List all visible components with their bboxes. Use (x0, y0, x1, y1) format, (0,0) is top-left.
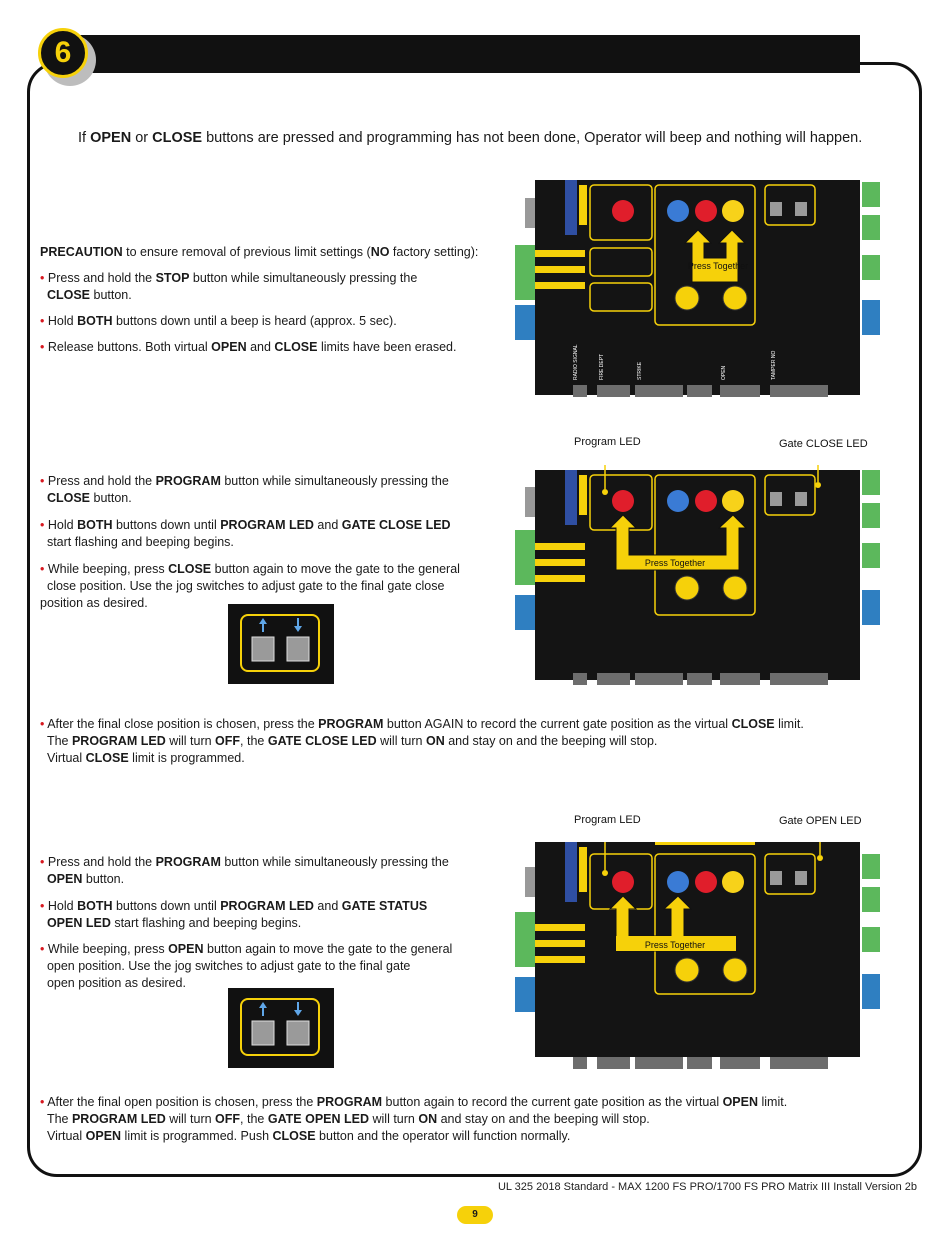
arrow-down-icon (294, 1002, 302, 1016)
gate-open-led-icon (817, 855, 823, 861)
precaution-text: PRECAUTION to ensure removal of previous… (40, 245, 479, 259)
open-button-icon (667, 200, 689, 222)
close-button-icon (722, 490, 744, 512)
press-together-label: Press Together (688, 261, 748, 271)
open-button-icon (667, 871, 689, 893)
section1-bullet-3: • Release buttons. Both virtual OPEN and… (40, 340, 457, 354)
section3-bullet-1: • Press and hold the PROGRAM button whil… (40, 855, 449, 886)
page-number: 9 (457, 1206, 493, 1224)
section3-bullet-2: • Hold BOTH buttons down until PROGRAM L… (40, 899, 428, 930)
press-together-arrows (683, 229, 747, 283)
arrow-up-icon (259, 618, 267, 632)
step-number: 6 (38, 28, 88, 78)
step-header-bar (62, 35, 860, 73)
stop-button-icon (695, 871, 717, 893)
jog-left-switch (251, 1020, 275, 1046)
arrow-down-icon (294, 618, 302, 632)
section1-bullet-1: • Press and hold the STOP button while s… (40, 271, 418, 302)
program-led-icon (602, 870, 608, 876)
gate-close-led-label: Gate CLOSE LED (779, 438, 868, 450)
press-together-label: Press Together (645, 558, 705, 568)
arrow-up-icon (259, 1002, 267, 1016)
dial-left-icon (674, 285, 700, 311)
svg-text:STRIKE: STRIKE (637, 361, 643, 380)
section2-bullet-2: • Hold BOTH buttons down until PROGRAM L… (40, 518, 451, 549)
jog-right-switch (286, 1020, 310, 1046)
stop-button-icon (612, 200, 634, 222)
program-led-label-2: Program LED (574, 814, 641, 826)
program-button-icon (612, 490, 634, 512)
control-board-3: Press Together (515, 842, 880, 1069)
section3-after-text: • After the final open position is chose… (40, 1095, 788, 1143)
open-button-icon (667, 490, 689, 512)
intro-text: If OPEN or CLOSE buttons are pressed and… (78, 130, 863, 146)
gate-close-led-icon (815, 482, 821, 488)
section2-bullet-3: • While beeping, press CLOSE button agai… (40, 562, 460, 610)
gate-open-led-label: Gate OPEN LED (779, 815, 862, 827)
dial-left-icon (674, 575, 700, 601)
program-led-label-1: Program LED (574, 436, 641, 448)
footer-text: UL 325 2018 Standard - MAX 1200 FS PRO/1… (497, 1181, 917, 1193)
press-together-label: Press Together (645, 940, 705, 950)
dial-right-icon (722, 285, 748, 311)
section2-after-text: • After the final close position is chos… (40, 717, 804, 765)
jog-right-switch (286, 636, 310, 662)
program-led-icon (602, 489, 608, 495)
jog-switch-diagram-2 (228, 988, 334, 1068)
section3-bullet-3: • While beeping, press OPEN button again… (40, 942, 453, 990)
dial-right-icon (722, 957, 748, 983)
svg-text:TAMPER NO: TAMPER NO (771, 351, 777, 380)
svg-text:OPEN: OPEN (721, 365, 727, 380)
control-board-2: Press Together (515, 465, 880, 685)
dial-left-icon (674, 957, 700, 983)
control-board-1: Press Together RADIO SIGNAL FIRE DEPT ST… (515, 180, 880, 397)
stop-button-center-icon (695, 200, 717, 222)
section2-bullet-1: • Press and hold the PROGRAM button whil… (40, 474, 449, 505)
svg-text:RADIO SIGNAL: RADIO SIGNAL (573, 344, 579, 380)
stop-button-icon (695, 490, 717, 512)
jog-switch-diagram-1 (228, 604, 334, 684)
close-button-icon (722, 200, 744, 222)
svg-text:FIRE DEPT: FIRE DEPT (599, 354, 605, 380)
dial-right-icon (722, 575, 748, 601)
jog-left-switch (251, 636, 275, 662)
program-button-icon (612, 871, 634, 893)
section1-bullet-2: • Hold BOTH buttons down until a beep is… (40, 314, 397, 328)
press-together-arrows (608, 514, 748, 571)
close-button-icon (722, 871, 744, 893)
